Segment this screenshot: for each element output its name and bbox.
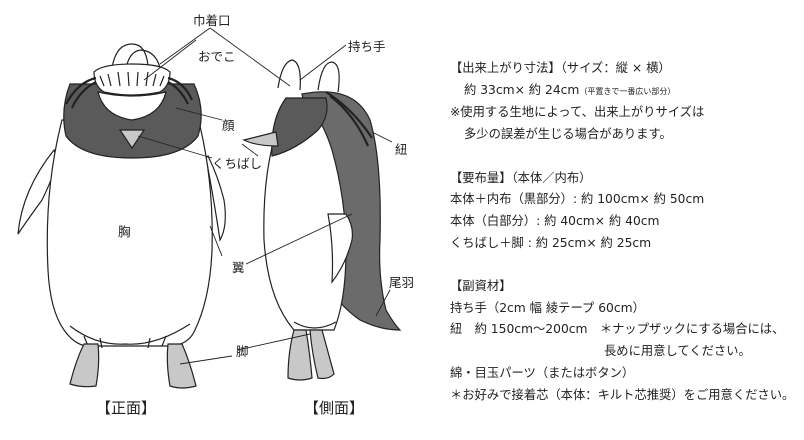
size-heading-suffix: （サイズ：縦 × 横） — [560, 61, 671, 75]
label-mochite: 持ち手 — [348, 39, 386, 54]
fabric-heading-row: 【要布量】（本体／内布） — [450, 168, 800, 190]
penguin-diagram: 巾着口 おでこ 持ち手 顔 紐 くちばし 胸 翼 尾羽 脚 【正面】 【側面】 — [17, 13, 414, 417]
label-odeko: おでこ — [198, 49, 236, 64]
material-2b: 長めに用意してください。 — [604, 344, 751, 359]
front-cord-right — [167, 76, 194, 105]
front-forehead — [97, 91, 167, 121]
fabric-heading: 【要布量】 — [450, 170, 512, 185]
label-kuchibashi: くちばし — [212, 156, 262, 171]
side-foot-1 — [287, 329, 313, 381]
material-4: ＊お好みで接着芯（本体：キルト芯推奨）をご用意ください。 — [450, 387, 795, 402]
size-value: 約 33cm× 約 24cm — [464, 82, 580, 97]
side-wing — [327, 213, 353, 284]
size-value-row: 約 33cm× 約 24cm（平置きで一番広い部分） — [450, 80, 800, 103]
front-view — [17, 43, 226, 389]
fabric-line-3: くちばし＋脚 : 約 25cm× 約 25cm — [450, 235, 652, 250]
leader-lines — [137, 27, 393, 365]
front-handle-left — [111, 43, 149, 69]
size-warning-2: 多少の誤差が生じる場合があります。 — [464, 127, 672, 142]
size-heading: 【出来上がり寸法】 — [450, 61, 561, 75]
side-head — [271, 97, 328, 157]
side-handle-1 — [277, 59, 301, 91]
front-handle-right — [125, 49, 161, 69]
label-tsubasa: 翼 — [232, 260, 245, 275]
side-view — [242, 59, 402, 381]
label-himo: 紐 — [395, 142, 408, 157]
size-warning-1: ※使用する生地によって、出来上がりサイズは — [450, 105, 705, 120]
front-head — [63, 83, 202, 159]
fabric-line-1: 本体＋内布（黒部分）: 約 100cm× 約 50cm — [450, 192, 705, 207]
side-foot-2 — [309, 329, 335, 380]
caption-side: 【側面】 — [304, 399, 364, 417]
label-kao: 顔 — [222, 118, 235, 133]
side-cord — [325, 91, 373, 147]
material-2: 紐 約 150cm〜200cm ＊ナップザックにする場合には、 — [450, 322, 785, 337]
front-cord-left — [65, 76, 97, 109]
label-obane: 尾羽 — [389, 275, 414, 290]
side-beak — [242, 131, 279, 147]
size-heading-row: 【出来上がり寸法】（サイズ：縦 × 横） — [450, 58, 800, 80]
label-mune: 胸 — [118, 224, 131, 239]
fabric-heading-suffix: （本体／内布） — [511, 170, 592, 185]
fabric-line-2: 本体（白部分）: 約 40cm× 約 40cm — [450, 213, 660, 228]
front-drawstring-gather — [93, 63, 171, 96]
front-beak — [118, 129, 146, 150]
front-wing-right — [205, 154, 226, 242]
spec-panel: 【出来上がり寸法】（サイズ：縦 × 横） 約 33cm× 約 24cm（平置きで… — [450, 58, 800, 406]
side-handle-2 — [317, 61, 340, 93]
material-1: 持ち手（2cm 幅 綾テープ 60cm） — [450, 300, 645, 315]
materials-heading: 【副資材】 — [450, 279, 512, 293]
side-body — [263, 99, 347, 331]
size-note: （平置きで一番広い部分） — [579, 86, 676, 96]
labels: 巾着口 おでこ 持ち手 顔 紐 くちばし 胸 翼 尾羽 脚 【正面】 【側面】 — [96, 13, 414, 417]
caption-front: 【正面】 — [96, 399, 156, 417]
label-kinchakuguchi: 巾着口 — [193, 13, 231, 28]
front-leg-cuffs — [69, 323, 191, 345]
label-ashi: 脚 — [236, 344, 249, 359]
front-foot-right — [166, 343, 197, 389]
front-foot-left — [69, 343, 100, 388]
material-3: 綿・目玉パーツ（またはボタン） — [450, 365, 635, 380]
